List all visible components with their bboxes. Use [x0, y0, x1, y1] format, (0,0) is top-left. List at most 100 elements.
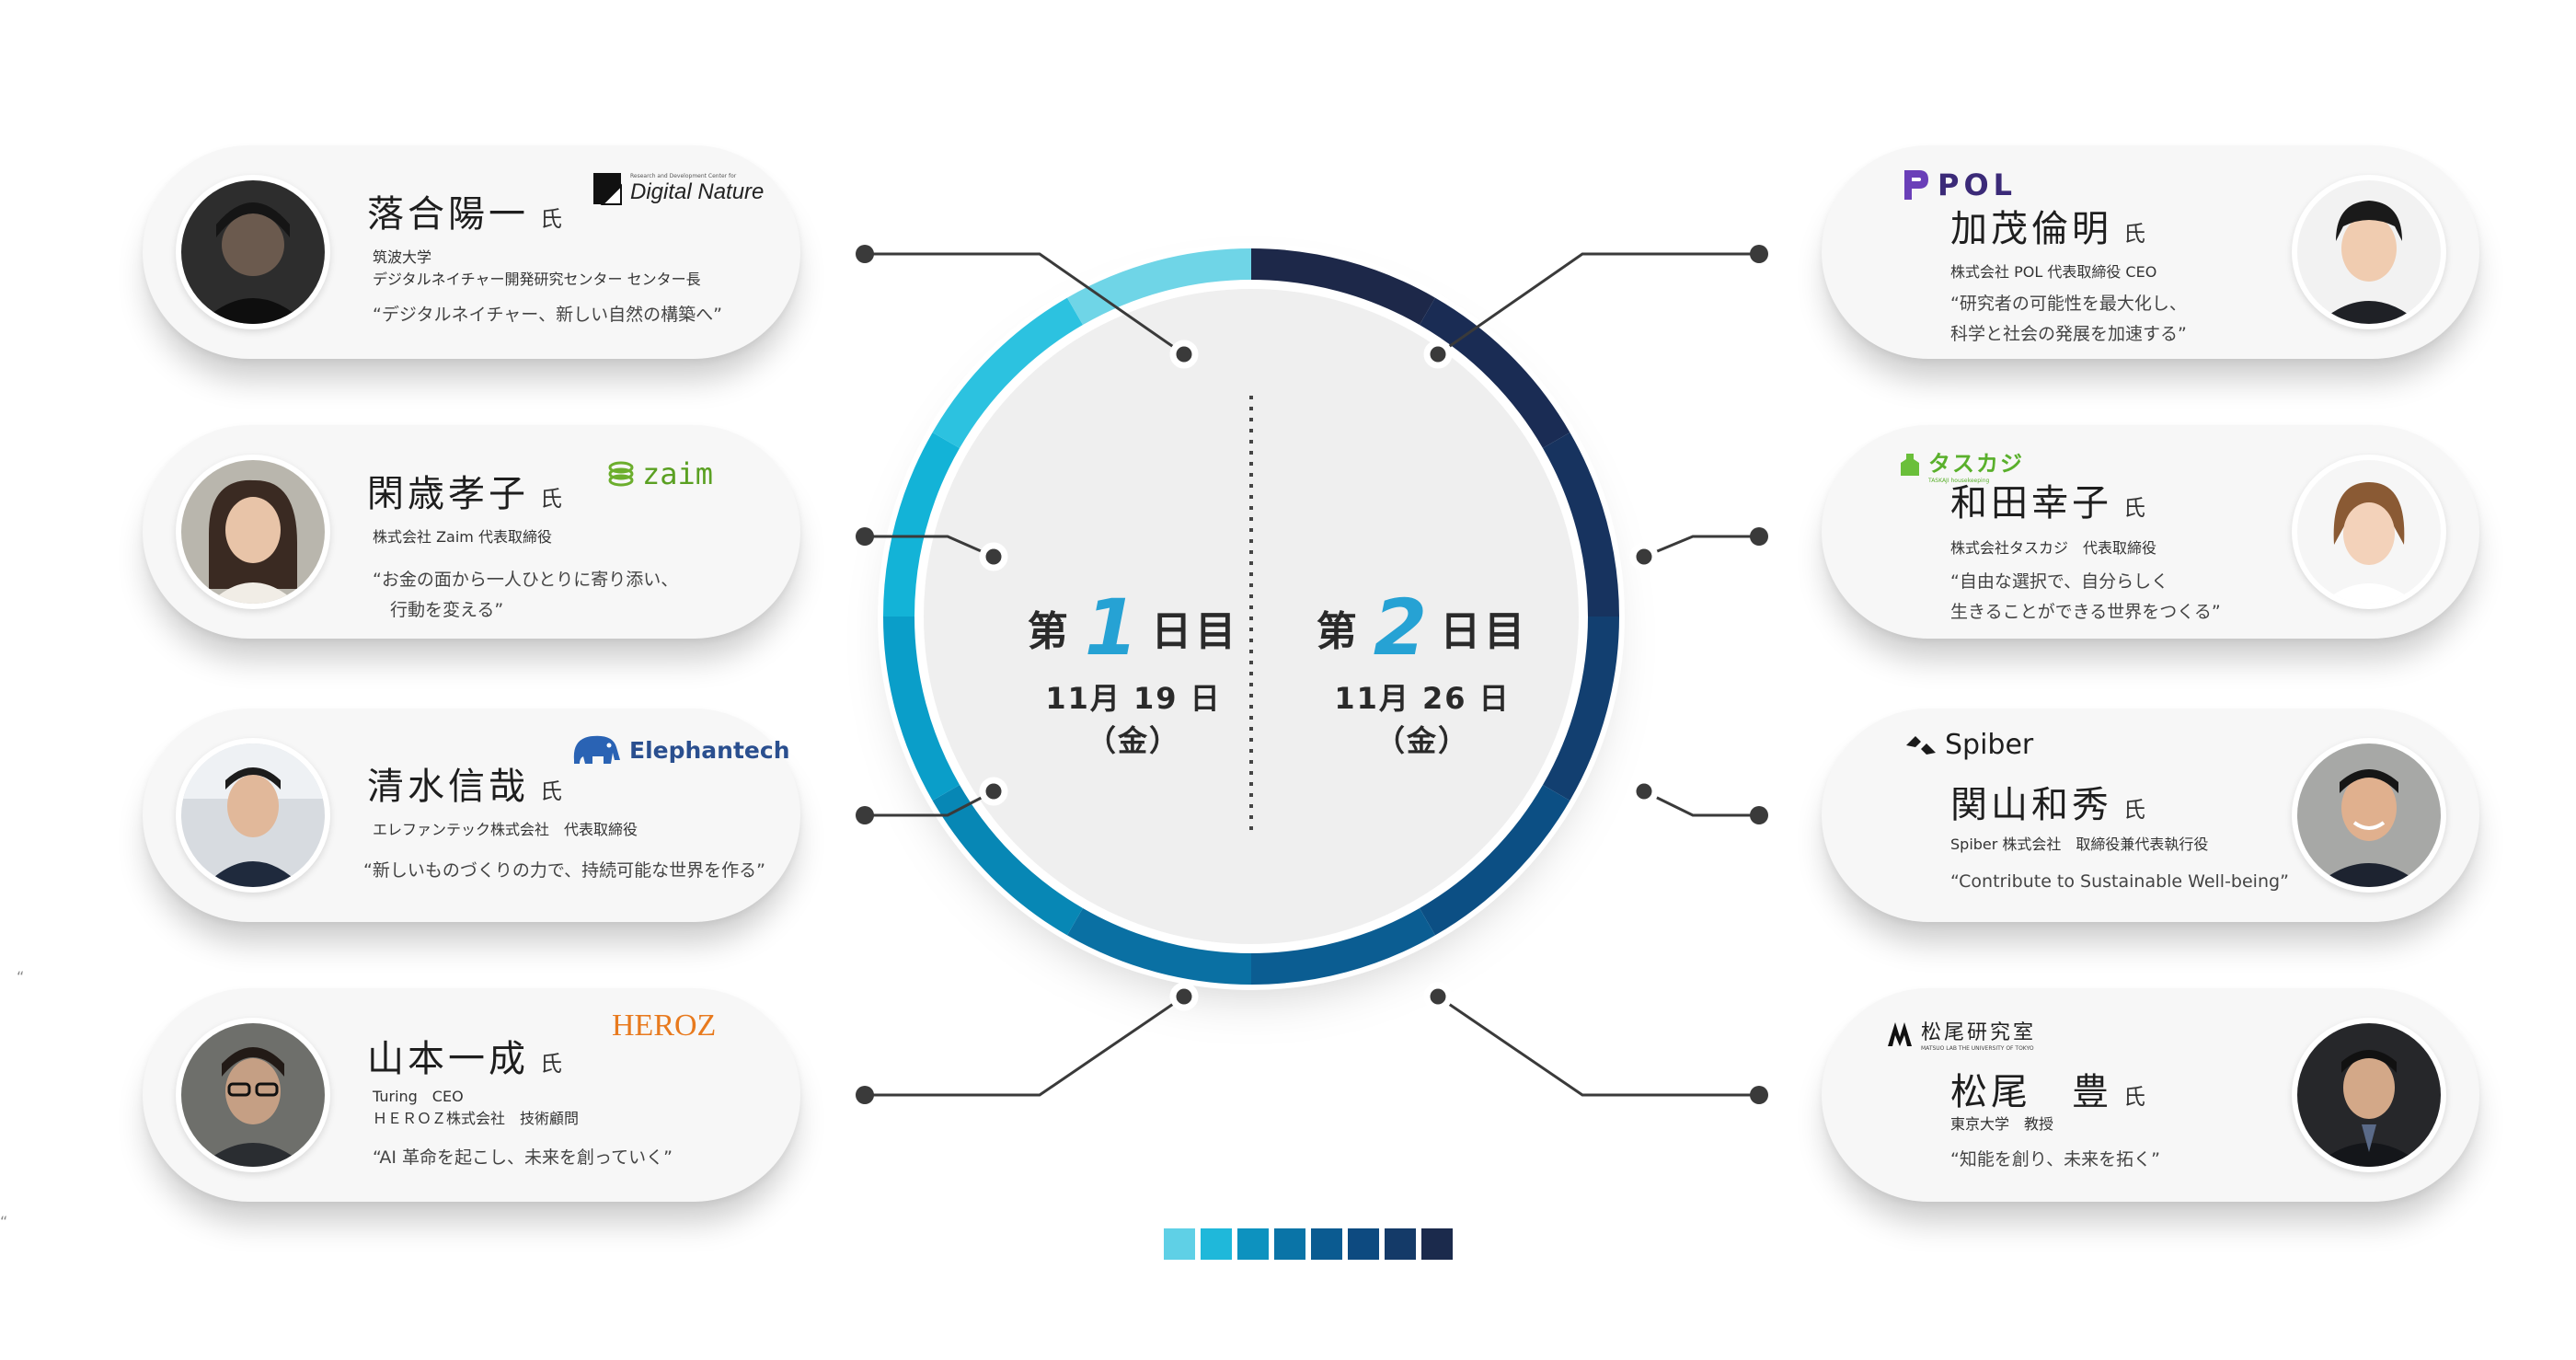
palette-swatch [1201, 1228, 1232, 1260]
matsuo-lab-logo-icon [1888, 1021, 1912, 1046]
ring-segment [1420, 785, 1570, 936]
speaker-affiliation: 筑波大学 デジタルネイチャー開発研究センター センター長 [373, 248, 701, 288]
honorific: 氏 [2123, 495, 2145, 521]
speaker-quote: “お金の面から一人ひとりに寄り添い、 行動を変える” [373, 570, 679, 620]
speaker-card-sekiyama[interactable]: 関山和秀 氏 Spiber 株式会社 取締役兼代表執行役 “Contribute… [1822, 709, 2479, 922]
speaker-card-wada[interactable]: 和田幸子 氏 株式会社タスカジ 代表取締役 “自由な選択で、自分らしく 生きるこ… [1822, 425, 2479, 639]
connector-end-dot [1750, 245, 1768, 263]
ring-node [1629, 542, 1659, 571]
speaker-card-kamo[interactable]: 加茂倫明 氏 株式会社 POL 代表取締役 CEO “研究者の可能性を最大化し、… [1822, 145, 2479, 359]
ring-segment [932, 297, 1083, 448]
speaker-affiliation: 株式会社 POL 代表取締役 CEO [1950, 263, 2157, 281]
speaker-affiliation: エレファンテック株式会社 代表取締役 [373, 821, 638, 838]
day2-suffix: 日目 [1440, 608, 1529, 655]
logo-wordmark: POL [1938, 167, 2018, 202]
connector-line [865, 789, 995, 817]
connector-end-dot [1750, 806, 1768, 824]
speaker-photo [2292, 738, 2446, 893]
speaker-photo [176, 1018, 330, 1172]
palette-swatch [1311, 1228, 1342, 1260]
zaim-coin-icon [608, 461, 634, 487]
timeline-ring [878, 243, 1625, 990]
connector-lines [856, 245, 1768, 1104]
speaker-photo [2292, 1018, 2446, 1172]
logo-heroz: HEROZ [612, 1008, 716, 1043]
connector-line [865, 995, 1185, 1097]
color-palette-swatches [1164, 1228, 1453, 1260]
speaker-quote: “新しいものづくりの力で、持続可能な世界を作る” [363, 860, 765, 881]
ring-segment [1251, 907, 1435, 985]
digital-nature-logo-icon [593, 173, 622, 205]
day1-prefix: 第 [1027, 608, 1072, 655]
ring-segment [1542, 617, 1619, 801]
speaker-card-shimizu[interactable]: 清水信哉 氏 エレファンテック株式会社 代表取締役 “新しいものづくりの力で、持… [143, 709, 800, 922]
honorific: 氏 [540, 778, 562, 804]
honorific: 氏 [2123, 221, 2145, 247]
connector-line [1437, 252, 1759, 356]
elephant-icon [573, 735, 620, 764]
spiber-logo-icon [1906, 735, 1936, 755]
speaker-photo [2292, 175, 2446, 329]
palette-swatch [1274, 1228, 1305, 1260]
connector-end-dot [856, 1086, 874, 1104]
ring-segment [1067, 907, 1251, 985]
honorific: 氏 [2123, 1084, 2145, 1110]
stray-quote-mark: “ [17, 968, 25, 985]
honorific: 氏 [540, 486, 562, 512]
connector-line [1643, 535, 1759, 559]
palette-swatch [1348, 1228, 1379, 1260]
logo-taskaji: タスカジ TASKAJI housekeeping [1899, 445, 2024, 484]
connector-line [1437, 995, 1759, 1097]
connector-line [865, 252, 1185, 356]
speaker-quote: “研究者の可能性を最大化し、 科学と社会の発展を加速する” [1950, 294, 2187, 344]
logo-wordmark: 松尾研究室 [1921, 1021, 2037, 1044]
ring-node [1423, 340, 1453, 369]
speaker-quote: “AI 革命を起こし、未来を創っていく” [373, 1147, 673, 1168]
speaker-card-yamamoto[interactable]: 山本一成 氏 Turing CEO ＨＥＲＯＺ株式会社 技術顧問 “AI 革命を… [143, 988, 800, 1202]
palette-swatch [1237, 1228, 1269, 1260]
speaker-name: 清水信哉 [367, 766, 529, 808]
ring-node [1629, 777, 1659, 806]
day1-block: 第 1 日目 11月 19 日（金） [1014, 589, 1253, 760]
speaker-affiliation: 株式会社タスカジ 代表取締役 [1950, 539, 2157, 557]
day2-prefix: 第 [1316, 608, 1361, 655]
ring-node [1169, 340, 1199, 369]
connector-end-dot [856, 527, 874, 546]
ring-segment [883, 617, 960, 801]
logo-spiber: Spiber [1904, 729, 2033, 761]
palette-swatch [1385, 1228, 1416, 1260]
palette-swatch [1421, 1228, 1453, 1260]
speaker-photo [176, 175, 330, 329]
day1-number: 1 [1084, 582, 1139, 673]
logo-wordmark: タスカジ [1928, 451, 2024, 477]
speaker-affiliation: Spiber 株式会社 取締役兼代表執行役 [1950, 836, 2209, 853]
speaker-name: 閑歳孝子 [367, 473, 529, 515]
speaker-name: 落合陽一 [367, 193, 529, 236]
ring-segment [1420, 297, 1570, 448]
logo-wordmark: Elephantech [629, 736, 790, 764]
palette-swatch [1164, 1228, 1195, 1260]
speaker-photo [2292, 455, 2446, 609]
speaker-quote: “知能を創り、未来を拓く” [1950, 1149, 2160, 1170]
honorific: 氏 [540, 206, 562, 232]
speaker-name: 加茂倫明 [1950, 208, 2112, 250]
speaker-affiliation: 東京大学 教授 [1950, 1115, 2054, 1133]
logo-wordmark: Spiber [1945, 729, 2034, 761]
speaker-card-matsuo[interactable]: 松尾 豊 氏 東京大学 教授 “知能を創り、未来を拓く” 松尾研究室 MATSU… [1822, 988, 2479, 1202]
day2-date: 11月 26 日（金） [1334, 681, 1511, 758]
connector-line [1643, 789, 1759, 817]
logo-wordmark: Digital Nature [630, 179, 765, 204]
logo-matsuo-lab: 松尾研究室 MATSUO LAB THE UNIVERSITY OF TOKYO [1886, 1016, 2036, 1052]
connector-end-dot [856, 806, 874, 824]
logo-subtitle: Research and Development Center for [630, 172, 737, 179]
taskaji-house-icon [1901, 454, 1919, 476]
honorific: 氏 [540, 1051, 562, 1077]
ring-segment [883, 432, 960, 617]
speaker-card-kan[interactable]: 閑歳孝子 氏 株式会社 Zaim 代表取締役 “お金の面から一人ひとりに寄り添い… [143, 425, 800, 639]
logo-pol: POL [1903, 167, 2017, 202]
ring-node [1423, 982, 1453, 1011]
speaker-card-ochiai[interactable]: 落合陽一 氏 筑波大学 デジタルネイチャー開発研究センター センター長 “デジタ… [143, 145, 800, 359]
connector-end-dot [1750, 1086, 1768, 1104]
logo-wordmark: HEROZ [612, 1008, 717, 1043]
